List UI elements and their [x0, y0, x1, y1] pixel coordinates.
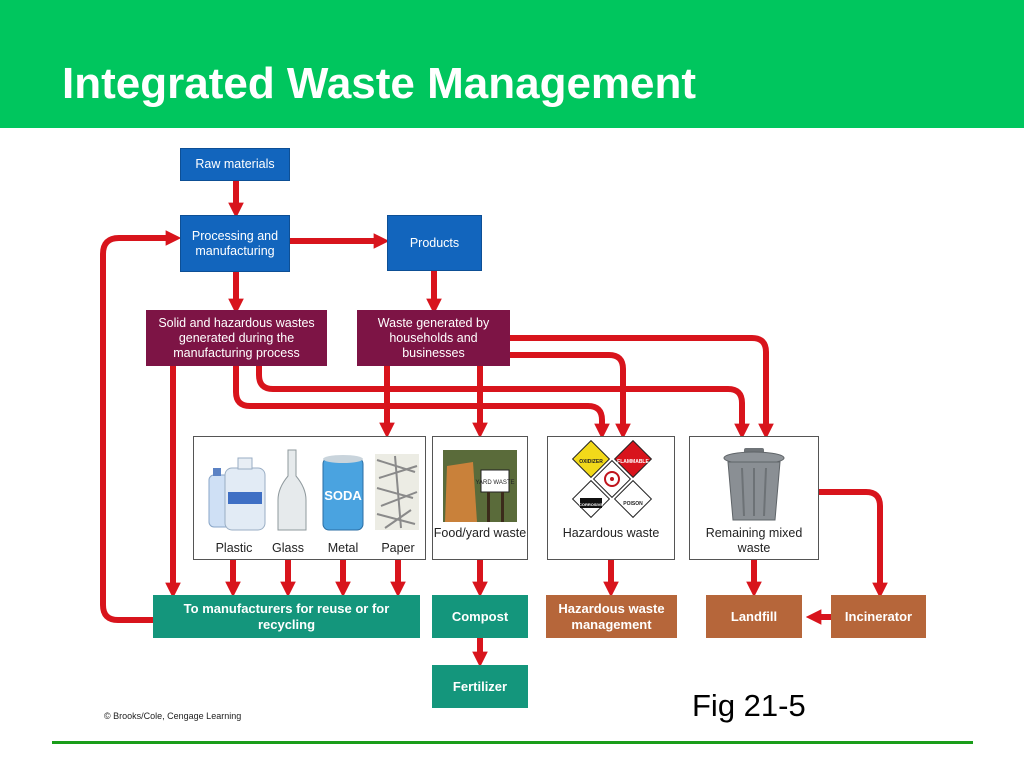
metal-label: Metal [327, 541, 359, 555]
footer-rule [52, 741, 973, 744]
figure-label: Fig 21-5 [692, 688, 806, 723]
arrow-mixed-to-incinerator [819, 489, 888, 599]
svg-text:CORROSIVE: CORROSIVE [579, 502, 603, 507]
svg-text:OXIDIZER: OXIDIZER [579, 459, 603, 465]
flammable-sign-icon: FLAMMABLE [613, 440, 653, 479]
compost-box: Compost [432, 595, 528, 638]
yard-waste-sign: YARD WASTE [475, 480, 514, 486]
poison-sign-icon: POISON [613, 479, 653, 519]
arrow-industrial-to-landfill [256, 366, 750, 440]
biohazard-sign-icon [592, 459, 632, 499]
reuse-recycling-box: To manufacturers for reuse or for recycl… [153, 595, 420, 638]
recyclables-illustration: SODA [208, 449, 419, 531]
paper-label: Paper [381, 541, 415, 555]
plastic-label: Plastic [215, 541, 253, 555]
household-waste-box: Waste generated by households and busine… [357, 310, 510, 366]
oxidizer-sign-icon: OXIDIZER [571, 440, 611, 479]
incinerator-box: Incinerator [831, 595, 926, 638]
arrow-household-to-hazardous [508, 352, 631, 440]
landfill-box: Landfill [706, 595, 802, 638]
products-box: Products [387, 215, 482, 271]
yard-waste-illustration: YARD WASTE [443, 450, 517, 522]
glass-label: Glass [272, 541, 304, 555]
arrow-household-to-mixed [508, 335, 774, 440]
plastic-bottle-icon [208, 457, 266, 531]
glass-bottle-icon [277, 449, 307, 531]
raw-materials-box: Raw materials [180, 148, 290, 181]
hazard-signs-illustration: OXIDIZER FLAMMABLE CORROSIVE POISON [571, 440, 653, 519]
fertilizer-box: Fertilizer [432, 665, 528, 708]
svg-text:POISON: POISON [623, 501, 643, 507]
metal-can-icon: SODA [322, 455, 364, 531]
header-bar [0, 0, 1024, 128]
mixed-waste-label: Remaining mixed waste [705, 526, 803, 555]
processing-manufacturing-box: Processing and manufacturing [180, 215, 290, 272]
hazardous-management-box: Hazardous waste management [546, 595, 677, 638]
food-yard-waste-label: Food/yard waste [433, 526, 527, 540]
arrow-industrial-to-hazardous [233, 366, 610, 440]
corrosive-sign-icon: CORROSIVE [571, 479, 611, 519]
can-label: SODA [324, 488, 362, 503]
hazardous-waste-label: Hazardous waste [562, 526, 660, 540]
arrow-recycle-loop [100, 230, 182, 623]
hazardous-waste-panel [547, 436, 675, 560]
slide-title: Integrated Waste Management [62, 59, 697, 108]
svg-text:FLAMMABLE: FLAMMABLE [617, 459, 649, 465]
paper-icon [375, 454, 419, 530]
industrial-waste-box: Solid and hazardous wastes generated dur… [146, 310, 327, 366]
trash-can-icon [723, 448, 785, 521]
copyright-credit: © Brooks/Cole, Cengage Learning [104, 711, 242, 721]
